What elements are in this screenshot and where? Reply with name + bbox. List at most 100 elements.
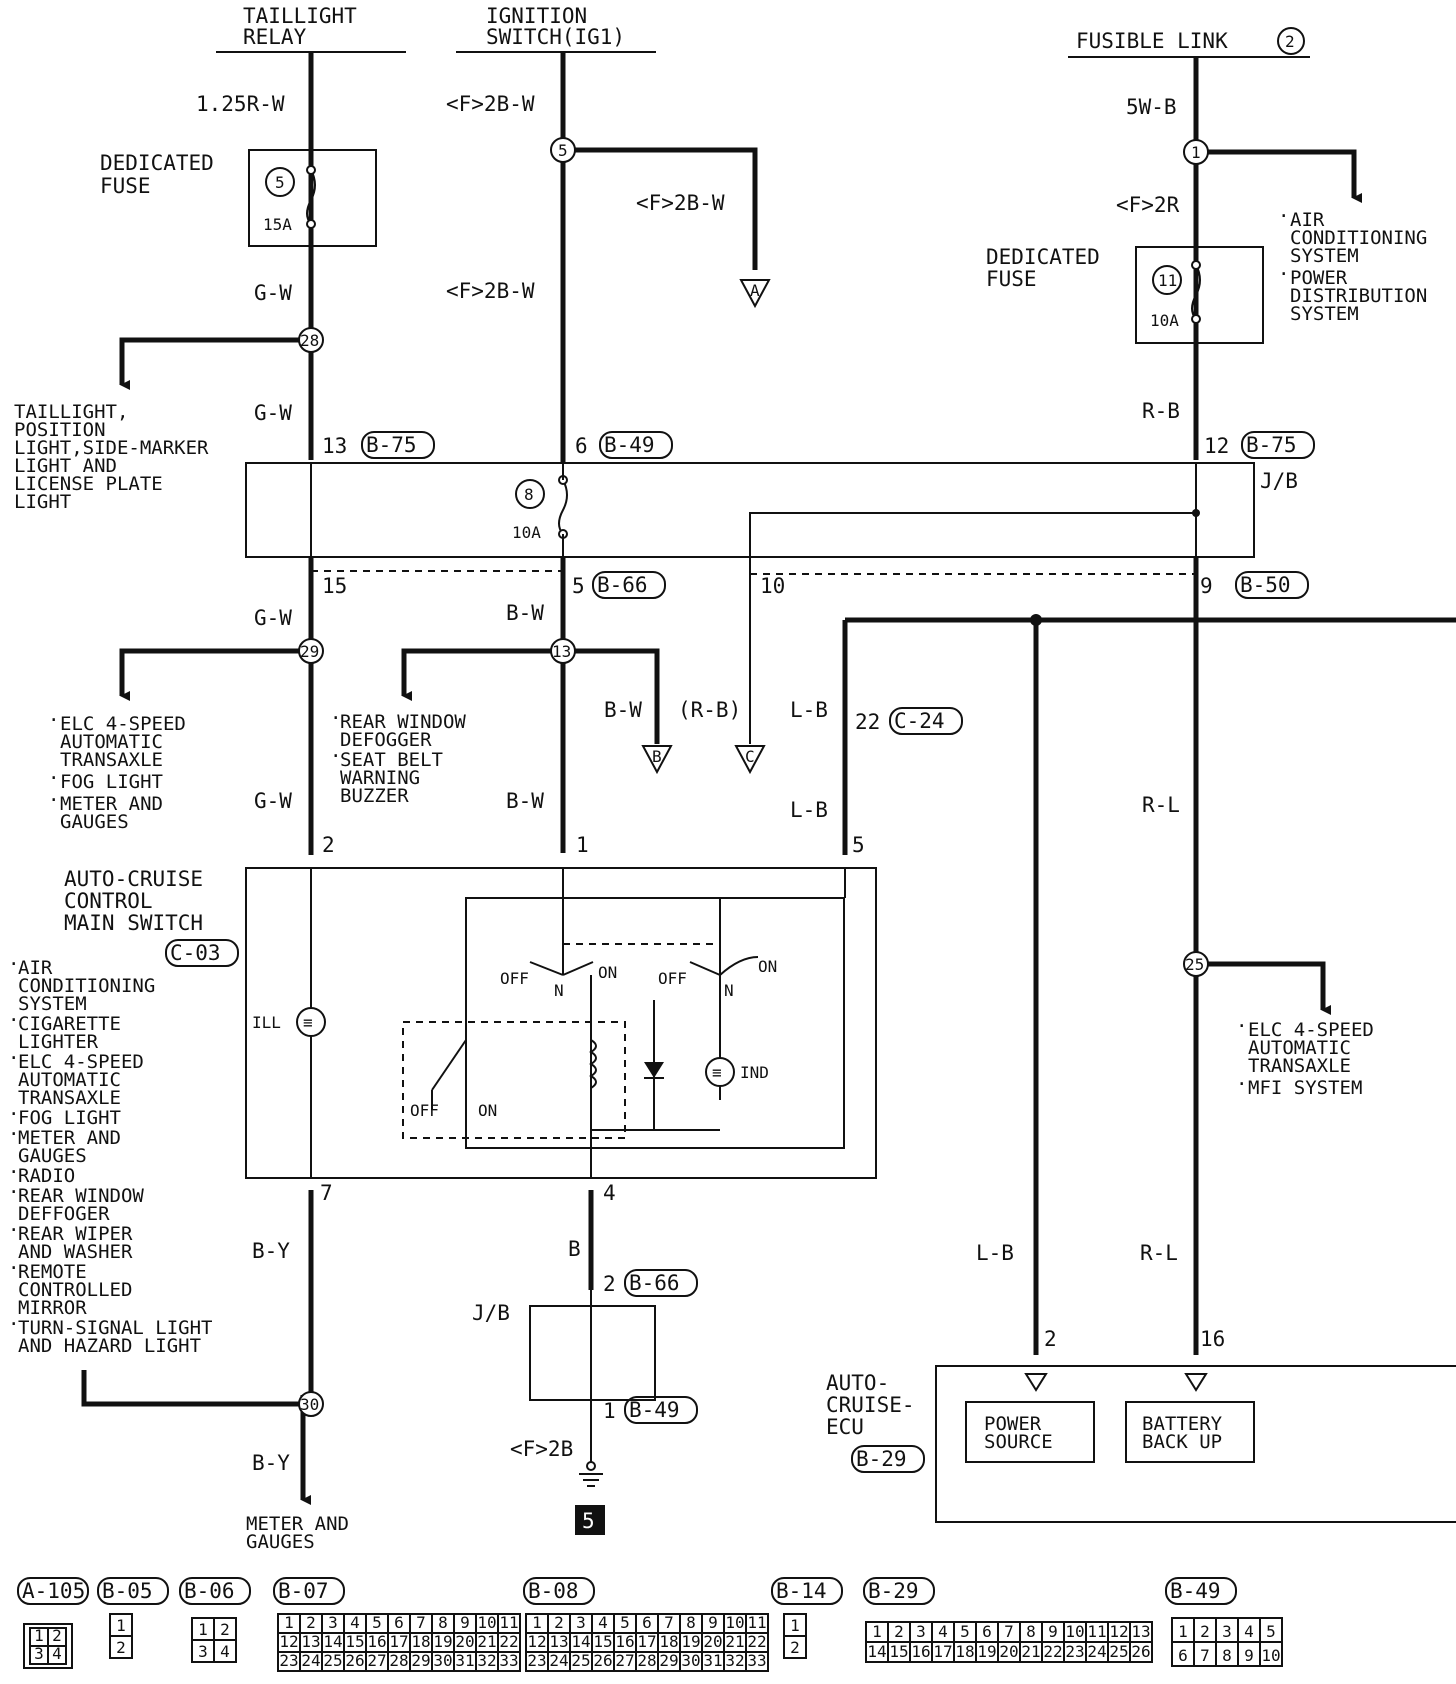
offpage-a: A bbox=[739, 279, 771, 309]
svg-text:DEFFOGER: DEFFOGER bbox=[18, 1203, 110, 1225]
svg-text:B-07: B-07 bbox=[278, 1579, 329, 1603]
svg-text:A: A bbox=[750, 281, 760, 300]
svg-text:LIGHT,SIDE-MARKER: LIGHT,SIDE-MARKER bbox=[14, 437, 209, 459]
svg-text:METER AND: METER AND bbox=[60, 793, 163, 815]
destination-taillight: TAILLIGHT, POSITION LIGHT,SIDE-MARKER LI… bbox=[14, 401, 209, 513]
connector-pin-number: 3 bbox=[916, 1622, 926, 1641]
connector-pin-number: 20 bbox=[455, 1632, 474, 1651]
connector-pin-number: 9 bbox=[1048, 1622, 1058, 1641]
svg-text:12: 12 bbox=[1204, 434, 1229, 458]
connector-pin-number: 28 bbox=[389, 1651, 408, 1670]
destination-meter-gauges: METER AND GAUGES bbox=[246, 1513, 349, 1553]
svg-text:L-B: L-B bbox=[976, 1241, 1014, 1265]
svg-text:·: · bbox=[8, 1313, 19, 1335]
svg-text:5W-B: 5W-B bbox=[1126, 95, 1177, 119]
splice-30: 30 bbox=[298, 1391, 324, 1417]
svg-text:J/B: J/B bbox=[472, 1301, 510, 1325]
svg-text:·: · bbox=[1236, 1073, 1247, 1095]
svg-text:4: 4 bbox=[603, 1181, 616, 1205]
svg-text:AIR: AIR bbox=[1290, 209, 1325, 231]
svg-text:B-50: B-50 bbox=[1240, 573, 1291, 597]
svg-text:B-05: B-05 bbox=[102, 1579, 153, 1603]
svg-text:TURN-SIGNAL LIGHT: TURN-SIGNAL LIGHT bbox=[18, 1317, 212, 1339]
svg-text:TRANSAXLE: TRANSAXLE bbox=[18, 1087, 121, 1109]
svg-text:2: 2 bbox=[1285, 32, 1295, 51]
destination-ac-power: AIR CONDITIONING SYSTEM POWER DISTRIBUTI… bbox=[1278, 205, 1427, 325]
connector-pin-number: 27 bbox=[367, 1651, 386, 1670]
connector-pin-number: 19 bbox=[681, 1632, 700, 1651]
svg-text:B-Y: B-Y bbox=[252, 1451, 290, 1475]
connector-pin-number: 27 bbox=[615, 1651, 634, 1670]
connector-pin-number: 3 bbox=[198, 1642, 208, 1661]
svg-text:CONTROL: CONTROL bbox=[64, 889, 153, 913]
connector-pin-number: 1 bbox=[198, 1620, 208, 1639]
splice-25: 25 bbox=[1183, 951, 1209, 977]
connector-pin-number: 31 bbox=[703, 1651, 722, 1670]
connector-pin-number: 4 bbox=[938, 1622, 948, 1641]
svg-text:SYSTEM: SYSTEM bbox=[1290, 245, 1359, 267]
connector-pin-number: 19 bbox=[433, 1632, 452, 1651]
svg-text:OFF: OFF bbox=[658, 969, 687, 988]
connector-pin-number: 6 bbox=[642, 1613, 652, 1632]
destination-illumination-list: AIR CONDITIONING SYSTEM CIGARETTE LIGHTE… bbox=[8, 953, 212, 1357]
destination-elc-mfi: ELC 4-SPEED AUTOMATIC TRANSAXLE MFI SYST… bbox=[1236, 1015, 1374, 1099]
svg-text:16: 16 bbox=[1200, 1327, 1225, 1351]
connector-pin-number: 33 bbox=[747, 1651, 766, 1670]
connector-pin-number: 16 bbox=[615, 1632, 634, 1651]
connector-pin-number: 1 bbox=[532, 1613, 542, 1632]
svg-text:29: 29 bbox=[300, 642, 319, 661]
svg-text:B-49: B-49 bbox=[1170, 1579, 1221, 1603]
connector-pin-number: 14 bbox=[571, 1632, 590, 1651]
connector-b05: B-05 12 bbox=[97, 1577, 169, 1659]
connector-pin-number: 23 bbox=[527, 1651, 546, 1670]
svg-text:OFF: OFF bbox=[410, 1101, 439, 1120]
svg-text:OFF: OFF bbox=[500, 969, 529, 988]
junction-block: 8 10A bbox=[245, 462, 1255, 575]
connector-pin-number: 5 bbox=[620, 1613, 630, 1632]
svg-text:CIGARETTE: CIGARETTE bbox=[18, 1013, 121, 1035]
svg-text:AUTO-: AUTO- bbox=[826, 1371, 889, 1395]
svg-text:·: · bbox=[8, 1047, 19, 1069]
svg-text:1: 1 bbox=[603, 1399, 616, 1423]
connector-pin-number: 16 bbox=[367, 1632, 386, 1651]
svg-text:B-08: B-08 bbox=[528, 1579, 579, 1603]
svg-text:AUTOMATIC: AUTOMATIC bbox=[18, 1069, 121, 1091]
svg-text:<F>2B-W: <F>2B-W bbox=[446, 279, 535, 303]
connector-pin-number: 5 bbox=[372, 1613, 382, 1632]
svg-text:ELC 4-SPEED: ELC 4-SPEED bbox=[1248, 1019, 1374, 1041]
svg-text:B-75: B-75 bbox=[1246, 433, 1297, 457]
connector-pin-number: 19 bbox=[977, 1642, 996, 1661]
svg-text:<F>2B-W: <F>2B-W bbox=[446, 92, 535, 116]
connector-pin-number: 4 bbox=[350, 1613, 360, 1632]
svg-text:B-66: B-66 bbox=[597, 573, 648, 597]
svg-text:TRANSAXLE: TRANSAXLE bbox=[1248, 1055, 1351, 1077]
connector-pin-number: 3 bbox=[1222, 1622, 1232, 1641]
svg-text:2: 2 bbox=[1044, 1327, 1057, 1351]
svg-text:DEDICATED: DEDICATED bbox=[100, 151, 214, 175]
svg-text:30: 30 bbox=[300, 1395, 319, 1414]
connector-pin-number: 23 bbox=[1065, 1642, 1084, 1661]
connector-pin-number: 26 bbox=[1131, 1642, 1150, 1661]
connector-pin-number: 2 bbox=[52, 1626, 62, 1645]
svg-text:15A: 15A bbox=[263, 215, 292, 234]
connector-pin-number: 21 bbox=[725, 1632, 744, 1651]
connector-pin-number: 9 bbox=[708, 1613, 718, 1632]
svg-text:AND HAZARD LIGHT: AND HAZARD LIGHT bbox=[18, 1335, 201, 1357]
svg-text:B-29: B-29 bbox=[868, 1579, 919, 1603]
svg-text:R-L: R-L bbox=[1142, 793, 1180, 817]
svg-text:9: 9 bbox=[1200, 574, 1213, 598]
svg-text:CONDITIONING: CONDITIONING bbox=[1290, 227, 1427, 249]
svg-text:1.25R-W: 1.25R-W bbox=[196, 92, 285, 116]
offpage-c: C bbox=[734, 745, 766, 775]
svg-text:N: N bbox=[724, 981, 734, 1000]
connector-pin-number: 25 bbox=[571, 1651, 590, 1670]
svg-text:WARNING: WARNING bbox=[340, 767, 420, 789]
svg-text:·: · bbox=[48, 789, 59, 811]
svg-text:B-W: B-W bbox=[604, 698, 642, 722]
svg-text:6: 6 bbox=[575, 434, 588, 458]
connector-pin-number: 20 bbox=[703, 1632, 722, 1651]
